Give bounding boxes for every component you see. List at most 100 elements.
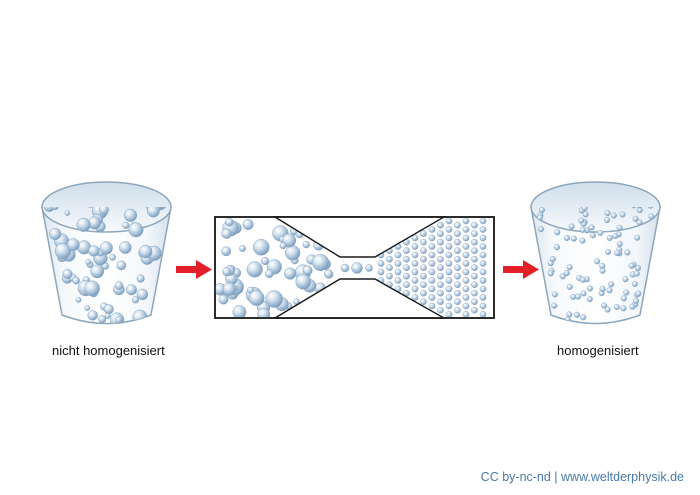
bubble [132, 309, 148, 324]
bubble [51, 207, 59, 211]
bubble [411, 234, 419, 242]
bubble [620, 305, 627, 312]
bubble [554, 229, 561, 236]
bubble [579, 226, 586, 233]
bubble [428, 302, 436, 310]
bubble [54, 242, 72, 260]
bubble [573, 311, 580, 318]
bubble [221, 246, 232, 257]
bubble [445, 226, 453, 233]
bubble [579, 237, 586, 244]
bubble [445, 268, 453, 276]
bubble [623, 289, 630, 296]
bubble [420, 298, 427, 306]
bubble [633, 270, 640, 277]
bubble [115, 316, 123, 324]
bubble [248, 290, 265, 307]
bubble [445, 217, 453, 225]
bubble [246, 261, 263, 278]
cup-bubbles [536, 207, 655, 323]
bubble [578, 217, 585, 224]
bubble [471, 221, 478, 229]
bubble [471, 306, 478, 314]
bubble [536, 214, 544, 221]
bubble [98, 207, 109, 215]
bubble [604, 216, 611, 224]
bubble [386, 272, 393, 280]
bubble [549, 255, 556, 263]
bubble [411, 285, 419, 293]
bubble [462, 217, 470, 225]
bubble [85, 207, 97, 208]
bubble [428, 243, 436, 250]
bubble [479, 234, 487, 242]
bubble [437, 306, 444, 314]
bubble [365, 264, 373, 272]
cup-homogenized [530, 181, 661, 325]
bubble [632, 297, 639, 304]
bubble [125, 284, 137, 296]
bubble [479, 268, 487, 276]
bubble [62, 269, 73, 279]
bubble [351, 262, 363, 274]
bubble [604, 210, 611, 217]
arrow-right-icon [176, 260, 212, 279]
bubble [454, 264, 461, 272]
bubble [635, 290, 642, 297]
bubble [454, 281, 461, 289]
bubble [394, 268, 402, 276]
bubble [445, 251, 453, 259]
credit-link[interactable]: CC by-nc-nd | www.weltderphysik.de [480, 470, 684, 484]
bubble [454, 230, 461, 238]
bubble [462, 251, 470, 259]
bubble [579, 276, 586, 283]
bubble [136, 288, 149, 301]
label-not-homogenized: nicht homogenisiert [52, 343, 165, 358]
bubble [606, 287, 613, 294]
bubble [636, 207, 643, 209]
bubble [411, 260, 419, 267]
bubble [462, 277, 470, 284]
bubble [462, 226, 470, 233]
bubble [636, 219, 643, 226]
bubble [221, 228, 232, 239]
bubble [630, 207, 637, 209]
bubble [242, 218, 254, 230]
bubble [377, 268, 385, 276]
bubble [43, 207, 56, 212]
bubble [624, 249, 631, 256]
bubble [284, 245, 301, 261]
bubble [594, 258, 601, 265]
bubble [568, 223, 575, 230]
bubble [437, 272, 444, 280]
bubble [428, 268, 436, 276]
bubble [428, 294, 436, 301]
bubble [98, 315, 107, 324]
bubble [589, 232, 596, 239]
bubble [479, 285, 487, 293]
bubble [479, 302, 487, 310]
bubble [445, 260, 453, 267]
bubble [49, 227, 62, 241]
bubble [420, 238, 427, 246]
bubble [566, 311, 573, 318]
bubble [128, 222, 144, 238]
bubble [563, 269, 570, 277]
bubble [437, 264, 444, 272]
bubble [647, 207, 654, 209]
bubble [99, 241, 113, 255]
bubble [123, 208, 138, 222]
bubble [324, 269, 334, 279]
bubble [471, 247, 478, 255]
bubble [479, 260, 487, 267]
bubble [136, 274, 145, 283]
bubble [87, 310, 98, 321]
bubble [563, 234, 570, 242]
bubble [454, 298, 461, 306]
bubble [619, 211, 626, 218]
bubble [85, 259, 92, 265]
bubble [566, 264, 573, 271]
arrow-right-icon [503, 260, 539, 279]
bubble [420, 264, 427, 272]
bubble [570, 235, 577, 242]
